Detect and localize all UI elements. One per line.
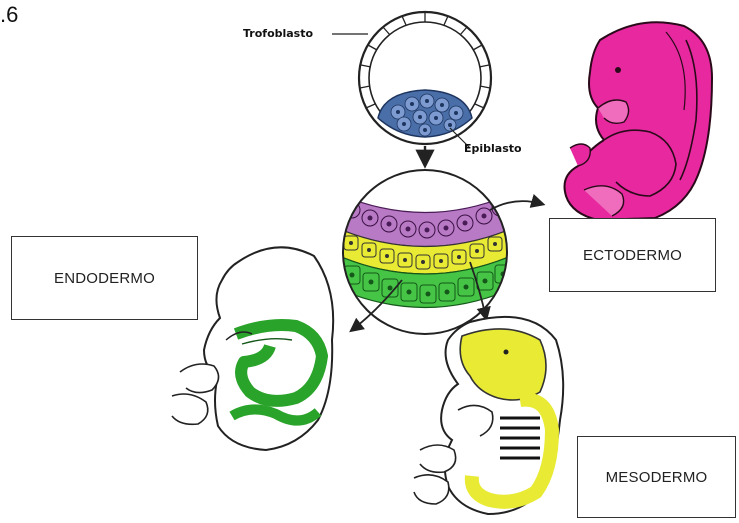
endoderm-box: ENDODERMO <box>11 236 198 320</box>
germ-layers-disc-icon <box>330 170 520 334</box>
epiblast-label: Epiblasto <box>464 142 522 155</box>
ectoderm-box: ECTODERMO <box>549 218 716 292</box>
trophoblast-label: Trofoblasto <box>243 27 313 40</box>
mesoderm-label: MESODERMO <box>606 469 708 486</box>
blastocyst-icon <box>332 12 491 148</box>
arrow-to-ectoderm <box>490 201 542 210</box>
embryo-ectoderm-icon <box>565 22 713 220</box>
endoderm-label: ENDODERMO <box>54 270 155 287</box>
embryo-mesoderm-icon <box>414 317 563 514</box>
mesoderm-box: MESODERMO <box>577 436 736 518</box>
ectoderm-label: ECTODERMO <box>583 247 682 264</box>
